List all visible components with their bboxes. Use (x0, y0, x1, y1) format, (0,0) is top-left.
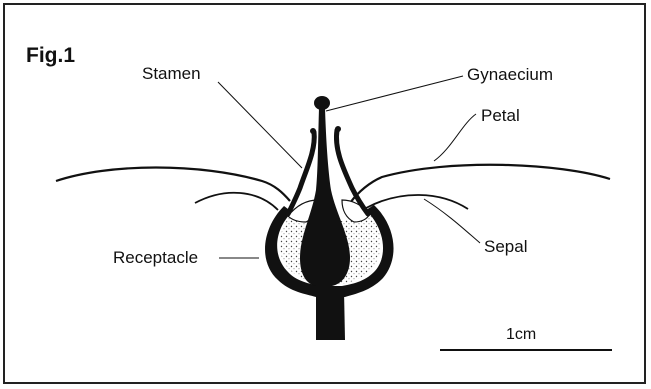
petal-leader-line (434, 114, 476, 161)
sepal-label: Sepal (484, 237, 527, 256)
receptacle-label: Receptacle (113, 248, 198, 267)
stamen-label: Stamen (142, 64, 201, 83)
stamen-left-anther (310, 128, 316, 134)
sepal-right (366, 195, 468, 209)
gynaecium-label: Gynaecium (467, 65, 553, 84)
sepal-leader-line (424, 199, 480, 243)
petal-label: Petal (481, 106, 520, 125)
sepal-left (195, 193, 278, 210)
stamen-right-anther (335, 126, 341, 132)
petal-right (350, 165, 610, 203)
scale-bar-label: 1cm (506, 326, 536, 343)
gynaecium-leader-line (326, 76, 463, 111)
stamen-leader-line (218, 82, 302, 168)
gynaecium-style-ovary (300, 108, 350, 286)
pedicel (316, 290, 345, 340)
figure-label: Fig.1 (26, 44, 75, 67)
gynaecium-stigma (314, 96, 330, 110)
